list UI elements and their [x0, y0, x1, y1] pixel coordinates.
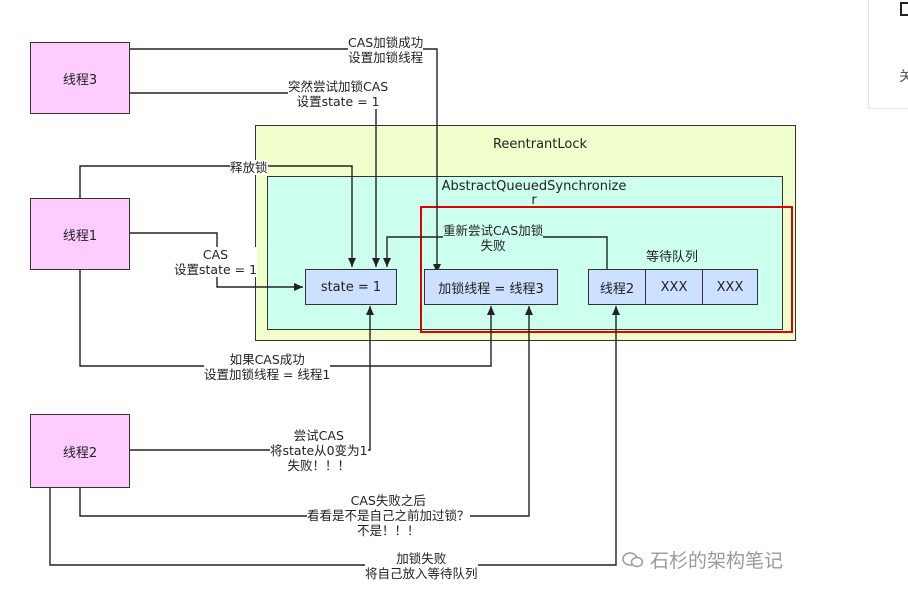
label-line: 看看是不是自己之前加过锁？ [307, 508, 470, 523]
label-lock-fail: 加锁失败 将自己放入等待队列 [365, 551, 478, 581]
label-try-cas: 尝试CAS 将state从0变为1 失败！！！ [270, 428, 368, 473]
side-panel-text[interactable]: 关 [899, 69, 908, 85]
label-line: 尝试CAS [293, 428, 344, 443]
qr-code-icon[interactable] [900, 2, 908, 16]
watermark-text: 石杉的架构笔记 [650, 550, 784, 572]
label-cas-fail-check: CAS失败之后 看看是不是自己之前加过锁？ 不是！！！ [307, 493, 470, 538]
reentrant-lock-title: ReentrantLock [492, 137, 588, 152]
queue-head-box: 线程2 [588, 269, 646, 305]
aqs-title-line2: r [531, 193, 537, 208]
edge-t2-owner [79, 306, 533, 517]
edge-t2-queue [49, 306, 620, 566]
edge-t2-state [130, 306, 374, 451]
highlight-frame [420, 206, 793, 333]
wait-queue-label: 等待队列 [645, 250, 698, 265]
label-line: 将state从0变为1 [270, 443, 368, 458]
label-line: 设置state = 1 [296, 94, 380, 109]
label-line: 设置加锁线程 [348, 50, 424, 65]
label-line: 失败 [480, 238, 506, 253]
label-line: 加锁失败 [396, 551, 447, 566]
label-line: 重新尝试CAS加锁 [443, 223, 544, 238]
label-if-success: 如果CAS成功 设置加锁线程 = 线程1 [204, 352, 331, 382]
label-line: 设置state = 1 [174, 262, 258, 277]
label-retry-fail: 重新尝试CAS加锁 失败 [443, 223, 544, 253]
label-line: 如果CAS成功 [229, 352, 305, 367]
label-line: CAS加锁成功 [348, 35, 424, 50]
label-line: 不是！！！ [357, 523, 420, 538]
aqs-title: AbstractQueuedSynchronize r [420, 180, 648, 208]
edge-t1-release [79, 165, 356, 267]
side-panel [868, 0, 908, 109]
thread-1-box: 线程1 [30, 198, 130, 270]
label-line: CAS失败之后 [350, 493, 426, 508]
owner-thread-box: 加锁线程 = 线程3 [424, 269, 558, 305]
thread-3-box: 线程3 [30, 42, 130, 114]
label-line: 失败！！！ [287, 458, 351, 473]
edge-t3-state [130, 92, 380, 267]
label-cas-set-state: CAS 设置state = 1 [174, 247, 258, 277]
wechat-icon [622, 551, 644, 567]
label-sudden-cas: 突然尝试加锁CAS 设置state = 1 [288, 79, 389, 109]
label-release: 释放锁 [230, 160, 268, 175]
label-line: 将自己放入等待队列 [365, 566, 478, 581]
thread-2-box: 线程2 [30, 414, 130, 488]
label-cas-success: CAS加锁成功 设置加锁线程 [348, 35, 424, 65]
label-line: CAS [202, 247, 229, 262]
aqs-title-line1: AbstractQueuedSynchronize [441, 179, 627, 194]
queue-node-box: XXX [702, 269, 758, 305]
edge-t3-owner [130, 48, 441, 273]
state-box: state = 1 [305, 269, 397, 305]
label-line: 释放锁 [230, 160, 268, 175]
label-line: 突然尝试加锁CAS [288, 79, 389, 94]
label-line: 设置加锁线程 = 线程1 [204, 367, 331, 382]
queue-node-box: XXX [645, 269, 703, 305]
watermark: 石杉的架构笔记 [622, 546, 783, 573]
